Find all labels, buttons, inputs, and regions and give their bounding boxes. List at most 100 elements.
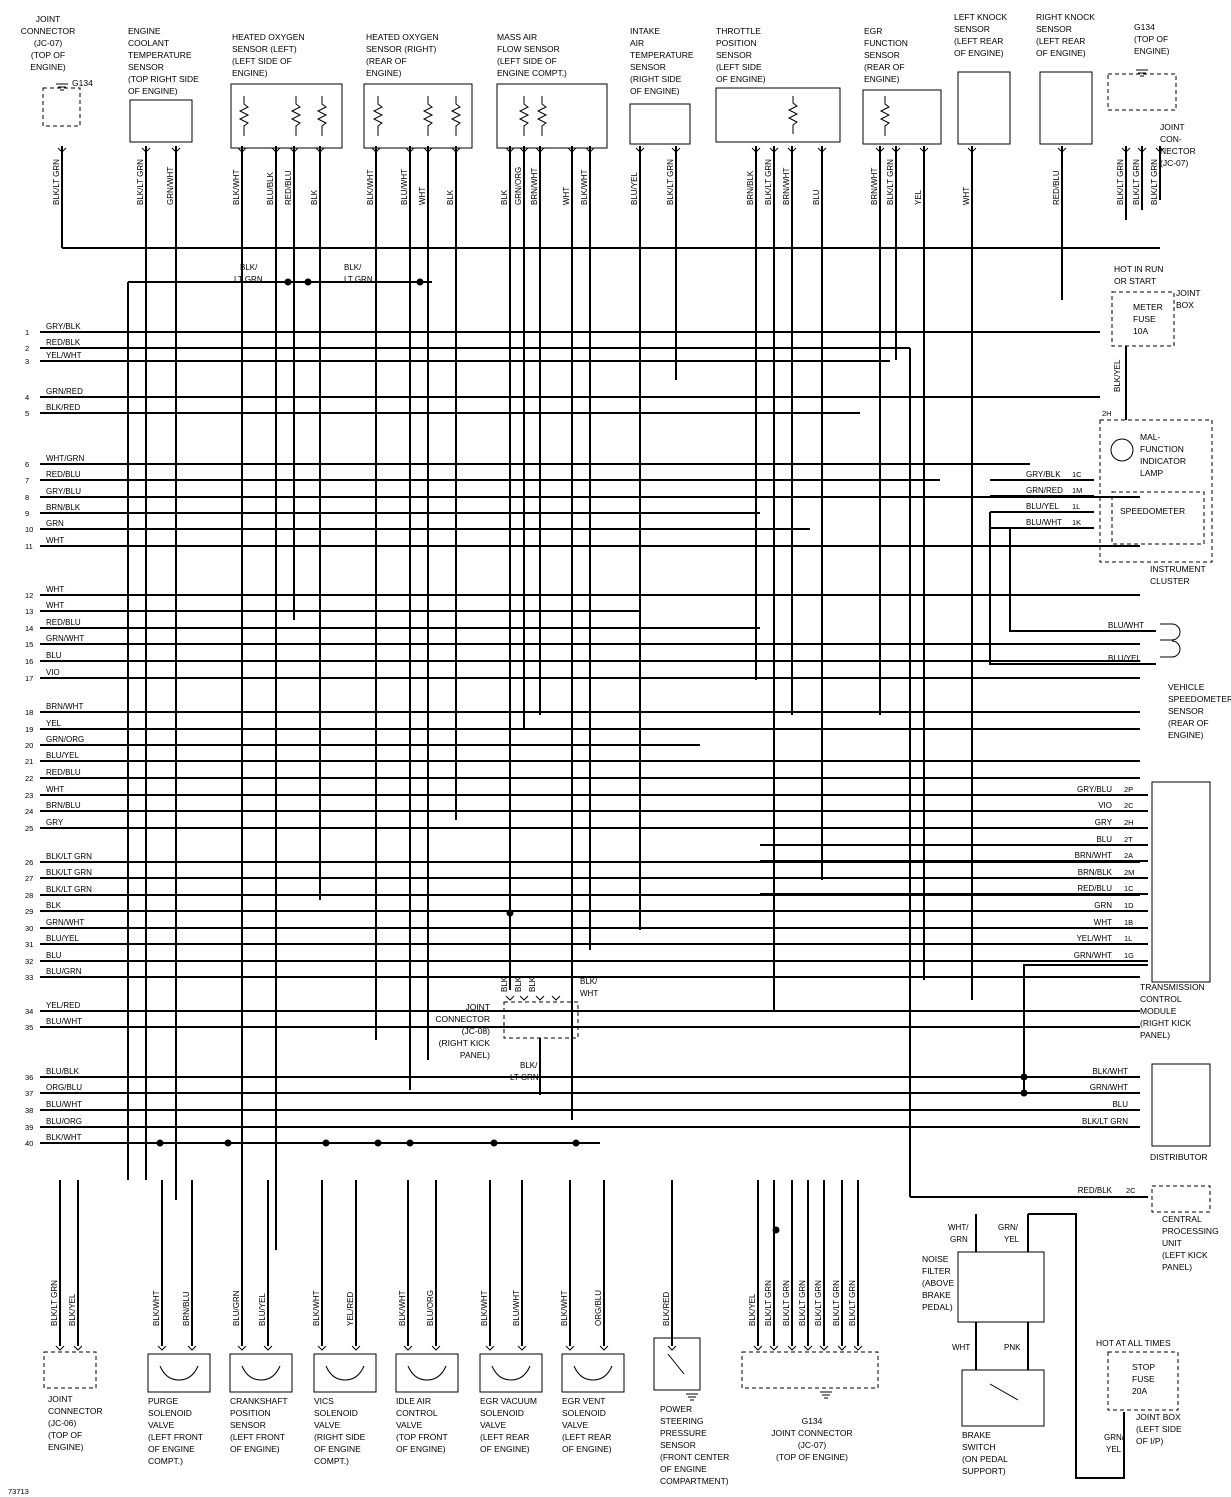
splice-dot xyxy=(304,278,312,286)
pcm-pin-wire-color: BRN/BLK xyxy=(46,503,81,512)
pcm-pin-number: 8 xyxy=(25,493,29,502)
pcm-pin-number: 22 xyxy=(25,774,33,783)
connector-terminal-icon xyxy=(431,1345,441,1351)
ckp-box xyxy=(229,1353,293,1393)
top-wire-label: BLK/WHT xyxy=(232,169,241,205)
tcm-box xyxy=(1151,781,1211,983)
cpu-box xyxy=(1151,1185,1211,1213)
tcm-pin-id: 2H xyxy=(1124,818,1134,827)
connector-terminal-icon xyxy=(853,1345,863,1351)
splice-dot xyxy=(224,1139,232,1147)
pcm-pin-number: 15 xyxy=(25,640,33,649)
jc06-connector xyxy=(43,1351,97,1389)
resistor-icon xyxy=(536,96,548,136)
pcm-pin-number: 23 xyxy=(25,791,33,800)
splice-dot xyxy=(1020,1089,1028,1097)
pcm-pin-number: 16 xyxy=(25,657,33,666)
ground-icon xyxy=(1136,69,1148,77)
resistor-icon xyxy=(238,96,250,136)
iac-box xyxy=(395,1353,459,1393)
splice-dot xyxy=(1020,1073,1028,1081)
solenoid-coil-icon xyxy=(325,1365,365,1381)
tcm-pin-id: 2P xyxy=(1124,785,1133,794)
connector-terminal-icon xyxy=(315,147,325,153)
bottom-wire-label: BLK/WHT xyxy=(480,1290,489,1326)
pcm-pin-number: 4 xyxy=(25,393,29,402)
pcm-pin-wire-color: BRN/WHT xyxy=(46,702,83,711)
distributor-pin-color: BLU xyxy=(1112,1100,1128,1109)
top-wire-label: BLK/LT GRN xyxy=(764,159,773,205)
pcm-pin-wire-color: YEL/RED xyxy=(46,1001,80,1010)
top-wire-label: WHT xyxy=(562,187,571,205)
pcm-pin-number: 30 xyxy=(25,924,33,933)
bottom-wire-label: YEL/RED xyxy=(346,1292,355,1326)
pcm-pin-number: 33 xyxy=(25,973,33,982)
pcm-pin-number: 11 xyxy=(25,542,33,551)
nf-wire-label: GRN/ xyxy=(998,1223,1019,1232)
g134-label: G134 xyxy=(72,78,93,88)
pcm-pin-number: 5 xyxy=(25,409,29,418)
jc08-wire-label: BLK xyxy=(514,976,523,992)
connector-terminal-icon xyxy=(1121,147,1131,153)
bottom-wire-label: BLK/WHT xyxy=(398,1290,407,1326)
cluster-pin-id: 1M xyxy=(1072,486,1082,495)
pcm-pin-number: 18 xyxy=(25,708,33,717)
pcm-pin-number: 31 xyxy=(25,940,33,949)
top-wire-label: BLU/WHT xyxy=(400,169,409,205)
connector-terminal-icon xyxy=(517,1345,527,1351)
splice-dot xyxy=(416,278,424,286)
top-wire-label: BLU/YEL xyxy=(630,172,639,205)
pcm-pin-wire-color: BLK/WHT xyxy=(46,1133,82,1142)
pcm-pin-wire-color: VIO xyxy=(46,668,60,677)
tcm-pin-id: 1B xyxy=(1124,918,1133,927)
pcm-pin-number: 19 xyxy=(25,725,33,734)
tp-sensor-box xyxy=(715,87,841,143)
splice-dot xyxy=(572,1139,580,1147)
connector-terminal-icon xyxy=(263,1345,273,1351)
connector-terminal-icon xyxy=(635,147,645,153)
pcm-pin-number: 34 xyxy=(25,1007,33,1016)
connector-terminal-icon xyxy=(237,147,247,153)
bottom-wire-label: BRN/BLU xyxy=(182,1291,191,1326)
connector-terminal-icon xyxy=(787,1345,797,1351)
connector-terminal-icon xyxy=(519,995,529,1001)
solenoid-coil-icon xyxy=(491,1365,531,1381)
resistor-icon xyxy=(787,96,799,134)
pcm-pin-number: 35 xyxy=(25,1023,33,1032)
pcm-pin-number: 40 xyxy=(25,1139,33,1148)
resistor-icon xyxy=(290,96,302,136)
pcm-pin-wire-color: WHT xyxy=(46,785,64,794)
tcm-pin-id: 2M xyxy=(1124,868,1134,877)
top-wire-label: BLK/LT GRN xyxy=(1132,159,1141,205)
connector-terminal-icon xyxy=(753,1345,763,1351)
pcm-pin-number: 9 xyxy=(25,509,29,518)
cluster-pin-color: BLU/YEL xyxy=(1026,502,1059,511)
tcm-pin-color: YEL/WHT xyxy=(1076,934,1112,943)
resistor-icon xyxy=(316,96,328,136)
stop-wire-label: YEL xyxy=(1106,1445,1122,1454)
tcm-pin-id: 2C xyxy=(1124,801,1134,810)
splice-label-right: BLK/ xyxy=(344,263,362,272)
pcm-pin-wire-color: BLU/ORG xyxy=(46,1117,82,1126)
pcm-pin-number: 12 xyxy=(25,591,33,600)
top-wire-label: WHT xyxy=(962,187,971,205)
pcm-pin-wire-color: RED/BLU xyxy=(46,470,81,479)
pcm-pin-number: 39 xyxy=(25,1123,33,1132)
pcm-pin-wire-color: RED/BLU xyxy=(46,618,81,627)
resistor-icon xyxy=(450,96,462,136)
solenoid-coil-icon xyxy=(159,1365,199,1381)
bottom-wire-label: BLK/YEL xyxy=(748,1293,757,1326)
tcm-pin-color: WHT xyxy=(1094,918,1112,927)
pcm-pin-number: 20 xyxy=(25,741,33,750)
